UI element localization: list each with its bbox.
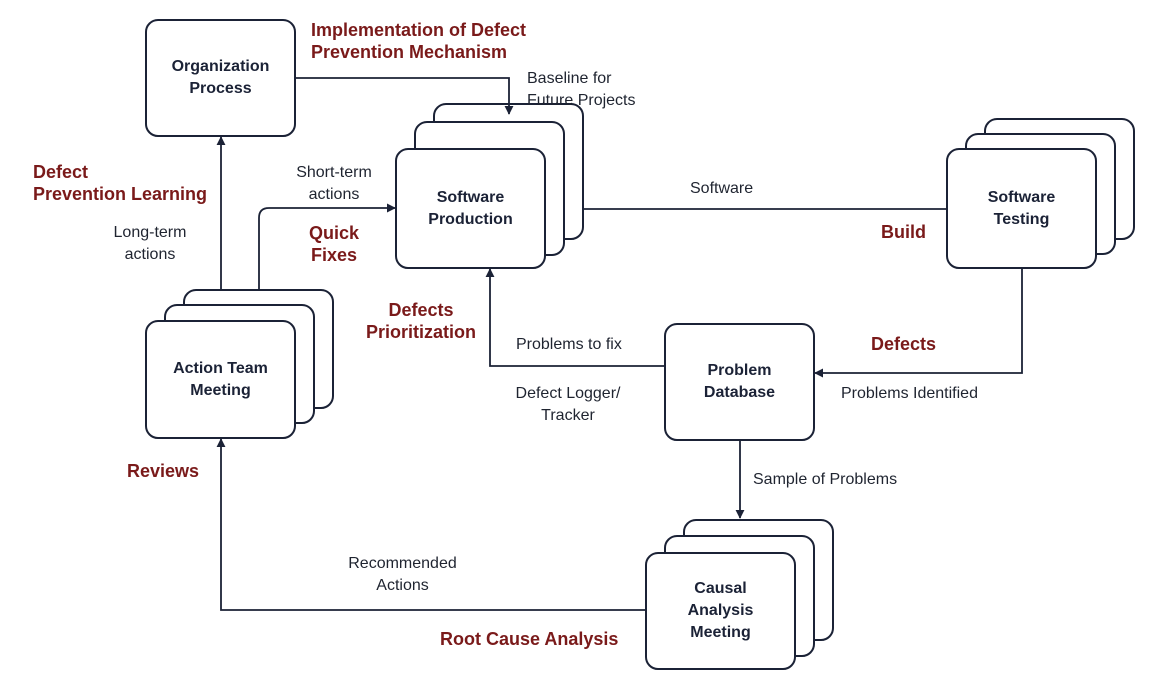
root-cause-analysis-label: Root Cause Analysis [440, 629, 619, 649]
build-label: Build [881, 222, 926, 242]
causal-analysis-meeting-box [645, 552, 796, 670]
software-edge-label: Software [690, 180, 754, 197]
software-production-box [395, 148, 546, 269]
problems-to-fix-label: Problems to fix [516, 336, 622, 353]
arrow-database-to-production [485, 268, 665, 367]
arrow-action-team-to-production [258, 203, 396, 290]
arrow-testing-to-database [814, 268, 1023, 378]
arrow-causal-to-action-team [216, 438, 646, 611]
defect-logger-label: Defect Logger/Tracker [515, 385, 621, 424]
action-team-meeting-box [145, 320, 296, 439]
sample-of-problems-label: Sample of Problems [753, 471, 898, 488]
reviews-label: Reviews [127, 461, 200, 481]
defects-label: Defects [871, 334, 937, 354]
arrow-org-to-production [295, 77, 514, 115]
problems-identified-label: Problems Identified [841, 385, 978, 402]
